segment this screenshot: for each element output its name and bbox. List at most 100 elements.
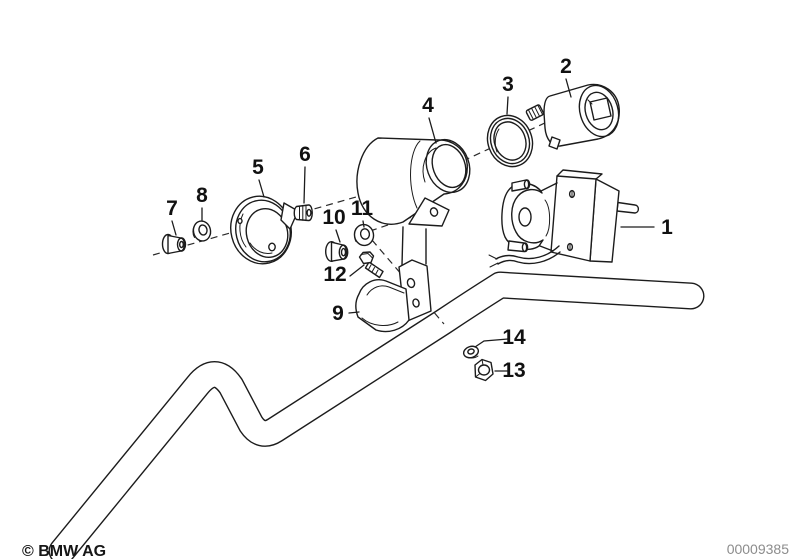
part-2-square-glint [587, 99, 593, 105]
part-9-saddle-inner-top [366, 285, 405, 296]
part-8-thickness [192, 225, 195, 238]
part-4-flange-hole [429, 207, 439, 217]
callout-2-leader [565, 78, 572, 98]
part-1-arm-top [540, 182, 558, 192]
part-2-socket-plug [525, 83, 620, 150]
callout-11-leader [362, 220, 365, 228]
callout-9-leader [348, 311, 360, 314]
callout-labels: 1 2 3 4 5 6 7 8 9 10 11 12 13 14 [166, 55, 673, 382]
part-1-wire-fork [488, 254, 499, 268]
callout-5-label: 5 [252, 156, 264, 179]
part-9-handlebar-clamp [355, 259, 432, 333]
callout-5-leader [258, 179, 265, 198]
callout-7-leader [171, 220, 177, 236]
part-2-tip [525, 104, 545, 121]
part-9-saddle [355, 279, 410, 333]
callout-10-leader [335, 229, 341, 243]
callout-4-leader [428, 117, 437, 144]
part-7-cap [178, 240, 184, 249]
part-9-plate-hole-lower [412, 298, 420, 308]
part-8-washer [192, 220, 212, 242]
part-5-notch [280, 202, 299, 230]
part-4-flange [408, 197, 450, 227]
part-1-bolt-top-head [523, 179, 531, 190]
part-7-cap-nut [161, 233, 187, 255]
callout-13-label: 13 [502, 359, 525, 382]
part-1-wire-bottom [497, 251, 561, 265]
part-1-housing-with-clamp [488, 169, 640, 268]
part-13-hex-nut [474, 358, 494, 382]
callout-3-leader [506, 96, 509, 115]
part-14-outer [462, 345, 480, 359]
assembly-axis-clamp [371, 239, 445, 325]
part-12-thread-3 [375, 269, 379, 275]
part-10-face [338, 244, 349, 260]
callout-6-leader [303, 166, 306, 204]
part-10-cap [340, 247, 347, 257]
part-4-body [356, 137, 468, 225]
part-11-hole [359, 228, 371, 240]
assembly-axis-right [451, 115, 561, 167]
part-13-bore [477, 364, 491, 376]
part-1-bolt-bottom-head [521, 242, 529, 253]
callout-11-label: 11 [351, 197, 374, 220]
part-2-square-hole [589, 97, 612, 121]
part-11-thickness [354, 228, 357, 242]
part-6-bore [306, 208, 312, 217]
part-4-strap-line-left [401, 226, 404, 266]
part-7-face [176, 237, 187, 252]
callout-4-label: 4 [422, 94, 434, 117]
part-3-mid [489, 117, 531, 165]
part-4-bore-shadow [422, 147, 437, 183]
part-3-seal-ring [486, 114, 534, 168]
callout-6-label: 6 [299, 143, 311, 166]
part-8-hole [198, 224, 208, 236]
part-5-hole [268, 242, 276, 252]
callout-12-label: 12 [323, 263, 346, 286]
part-4-opening [431, 143, 467, 189]
part-2-face-rim [578, 84, 620, 138]
part-5-cover-ring [230, 195, 299, 265]
handlebar-tube-body [49, 272, 704, 559]
diagram-number: 00009385 [727, 541, 790, 557]
part-5-depth-arc [239, 213, 247, 248]
part-2-tab [548, 136, 561, 150]
part-1-clamp-ring [518, 207, 532, 227]
part-14-hole [467, 348, 475, 355]
part-12-screw [358, 251, 384, 279]
part-4-face-rim [425, 138, 471, 194]
part-13-body [474, 358, 494, 382]
copyright-text: © BMW AG [22, 543, 106, 559]
part-9-saddle-inner-bottom [361, 317, 399, 326]
part-4-socket-housing-shell [356, 137, 471, 266]
part-1-clamp-bracket [501, 182, 544, 251]
callout-3-label: 3 [502, 73, 514, 96]
part-12-thread-1 [368, 264, 372, 270]
part-14-washer [462, 345, 480, 359]
callout-14-label: 14 [502, 326, 526, 349]
callout-10-label: 10 [322, 206, 345, 229]
callout-8-label: 8 [196, 184, 208, 207]
part-10-cap-nut [325, 240, 349, 262]
part-3-outer [486, 114, 534, 168]
callout-9-label: 9 [332, 302, 344, 325]
part-11-washer [353, 223, 375, 247]
part-5-inner-arc [249, 242, 273, 254]
callout-1-label: 1 [661, 216, 673, 239]
part-1-box-front [550, 175, 597, 262]
part-12-shaft [364, 261, 384, 279]
part-12-thread-2 [371, 267, 375, 273]
part-2-face-ring [584, 91, 614, 131]
part-12-head-facets [360, 252, 373, 258]
part-1-pin [616, 201, 640, 214]
part-3-highlight [494, 128, 500, 153]
callout-2-label: 2 [560, 55, 572, 78]
part-13-facet-1 [481, 359, 484, 366]
part-1-arm-bottom [539, 245, 554, 252]
part-1-arm-rib [544, 199, 551, 237]
part-5-rim-dot [237, 217, 243, 225]
part-1-wire-top [495, 245, 560, 260]
part-5-opening [245, 208, 289, 258]
